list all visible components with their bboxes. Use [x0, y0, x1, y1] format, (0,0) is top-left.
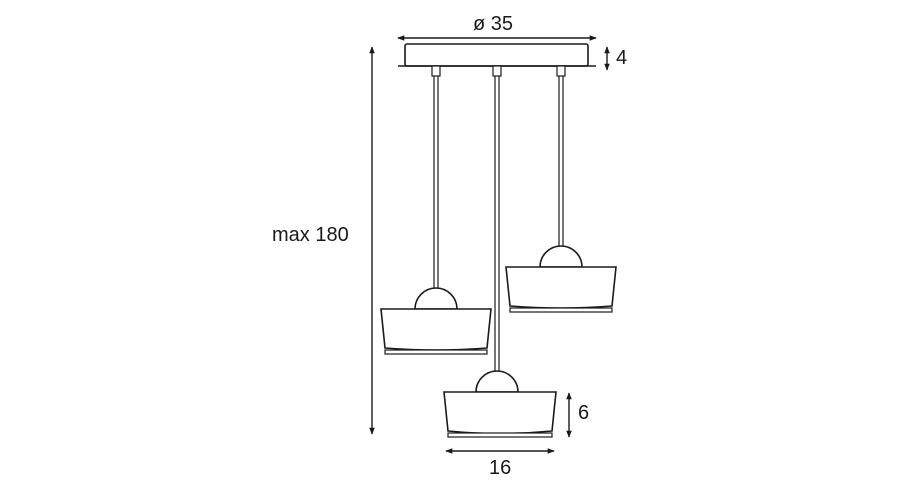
dimension-label-max-height: max 180 — [272, 224, 349, 246]
dimension-label-canopy-diameter: ø 35 — [473, 13, 514, 35]
ceiling-canopy — [398, 43, 596, 77]
lamp-shade-right — [505, 245, 617, 313]
dimension-label-shade-width: 16 — [489, 457, 512, 479]
suspension-cables — [433, 76, 564, 373]
dimension-label-shade-height: 6 — [578, 402, 590, 424]
dimension-label-canopy-height: 4 — [616, 47, 628, 69]
lamp-shade-center — [443, 370, 557, 438]
lamp-shade-left — [380, 287, 492, 355]
